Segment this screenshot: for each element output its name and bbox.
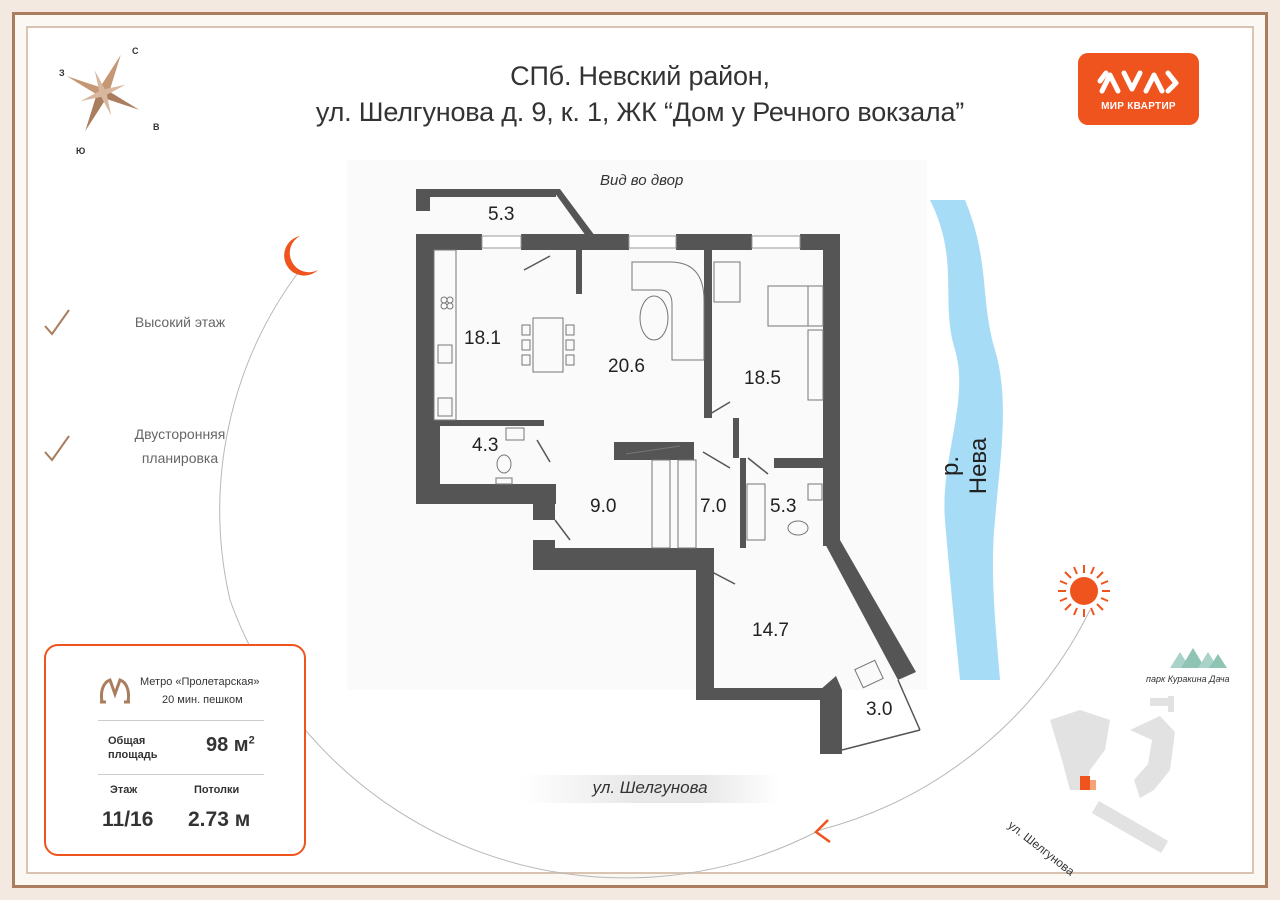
room-area-bathroom: 5.3 [770,496,797,517]
floor-value: 11/16 [102,808,154,831]
area-label-line1: Общая [108,735,146,747]
checkmark-icon [44,309,70,336]
checkmark-icon [44,435,70,462]
park-label: парк Куракина Дача [1146,674,1230,684]
room-area-living: 20.6 [608,356,645,377]
location-minimap [1050,648,1227,854]
metro-logo-icon [100,678,130,704]
room-area-hall: 9.0 [590,496,617,517]
building-marker [1080,776,1090,790]
room-area-wc: 4.3 [472,435,499,456]
sun-icon [1058,565,1110,617]
logo-mark-icon [1097,70,1179,94]
sun-direction-arrow-icon [814,819,831,844]
dining-table [521,317,575,373]
room-area-loggia: 3.0 [866,699,893,720]
ceiling-value: 2.73 м [188,808,251,831]
ceiling-label: Потолки [194,784,240,796]
feature-text: Высокий этаж [134,314,226,330]
door-lines [523,255,921,751]
river-neva [930,200,1003,680]
compass-north-label: С [132,46,139,56]
moon-icon [284,236,318,276]
bed [713,261,824,401]
sofa [631,261,705,361]
room-area-bedroom: 18.5 [744,368,781,389]
room-area-balcony: 5.3 [488,204,515,225]
street-banner [520,775,780,803]
feature-two-sided-layout: Двусторонняя планировка [70,422,290,470]
area-value-text: 98 м [206,734,249,756]
road-shape [1091,800,1169,854]
room-area-wardrobe: 7.0 [700,496,727,517]
view-label: Вид во двор [600,172,684,189]
room-area-room2: 14.7 [752,620,789,641]
area-unit-sup: 2 [248,734,255,747]
compass-south-label: Ю [76,146,86,156]
wardrobe [625,445,697,549]
compass-west-label: З [59,68,65,78]
card-divider [98,720,264,721]
title-line-1: СПб. Невский район, [510,61,770,91]
building-marker-secondary [1090,780,1096,790]
feature-text-line1: Двусторонняя [134,426,226,442]
area-label-line2: площадь [108,749,158,761]
company-logo: МИР КВАРТИР [1078,53,1199,125]
area-value: 98 м2 [206,734,255,757]
compass-east-label: В [153,122,160,132]
card-divider [98,774,264,775]
floor-label: Этаж [110,784,138,796]
kitchen-counter [433,249,457,421]
page-title: СПб. Невский район, ул. Шелгунова д. 9, … [300,58,980,130]
room-area-kitchen: 18.1 [464,328,501,349]
compass-rose-icon [66,54,140,132]
park-trees-icon [1170,648,1227,668]
building-blocks [1050,696,1175,798]
bathroom-fixtures [495,427,823,541]
sun-path-arc [219,269,1091,879]
feature-text-line2: планировка [141,450,219,466]
walls [416,189,916,754]
area-label: Общая площадь [108,734,157,762]
metro-name: Метро «Пролетарская» [140,676,260,688]
metro-walk-time: 20 мин. пешком [162,694,243,706]
windows [481,235,801,249]
feature-high-floor: Высокий этаж [70,310,290,334]
logo-text: МИР КВАРТИР [1101,101,1176,112]
title-line-2: ул. Шелгунова д. 9, к. 1, ЖК “Дом у Речн… [315,97,965,127]
loggia-steps [854,659,884,689]
street-label: ул. Шелгунова [592,778,708,797]
info-card: Метро «Пролетарская» 20 мин. пешком Обща… [44,644,306,856]
